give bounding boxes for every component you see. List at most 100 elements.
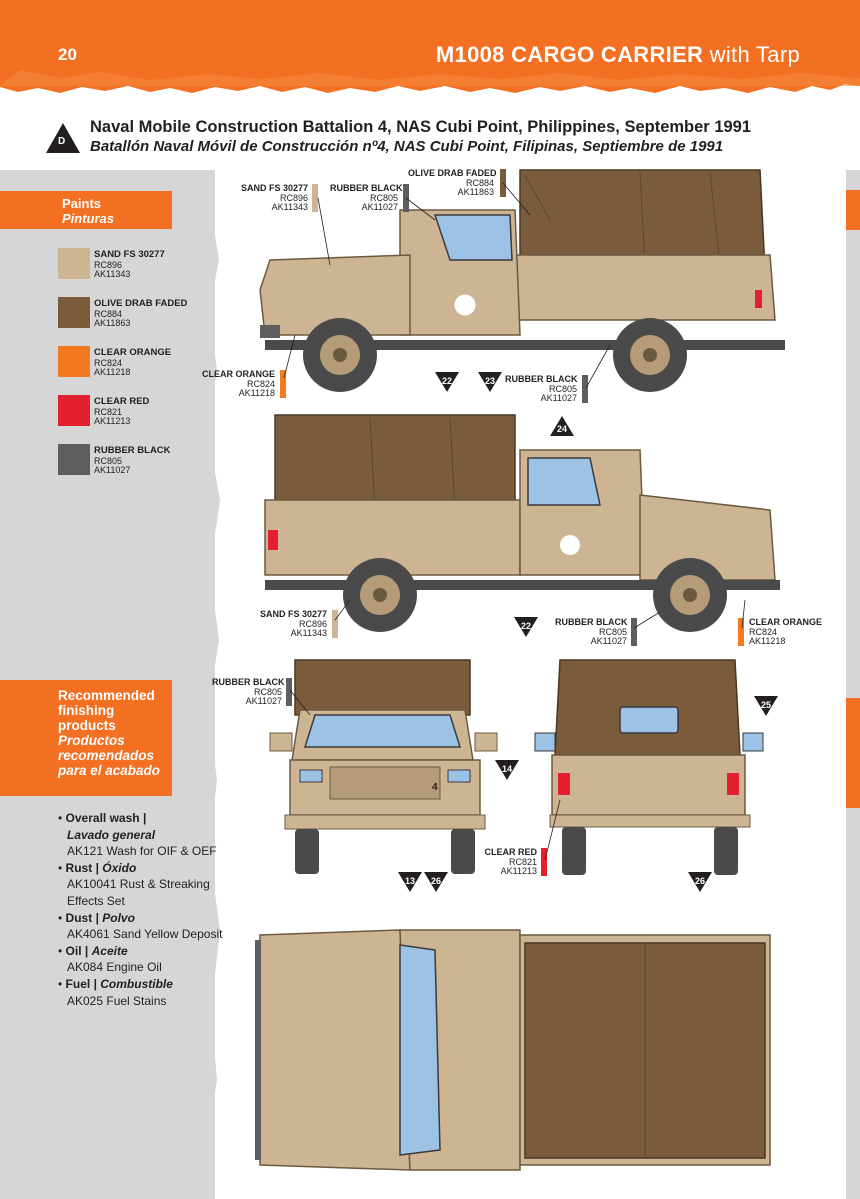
finishing-title-line: finishing: [58, 703, 115, 718]
bumper-code: 4: [432, 782, 438, 793]
paint-code: AK11343: [94, 269, 131, 279]
paint-code: RC824: [94, 358, 123, 368]
decal-number: 13: [405, 876, 415, 886]
page-number: 20: [58, 45, 77, 64]
paint-code: AK11027: [94, 465, 131, 475]
paint-code: RC821: [94, 407, 123, 417]
item-es: Aceite: [91, 943, 128, 958]
callout-swatch: [738, 618, 744, 646]
decal-number: 14: [502, 764, 512, 774]
paint-name: OLIVE DRAB FADED: [94, 298, 188, 309]
item-es: Óxido: [102, 860, 137, 875]
callout-swatch: [286, 678, 292, 706]
product: AK4061 Sand Yellow Deposit: [67, 927, 223, 942]
paints-title: Paints: [62, 196, 102, 211]
callout-swatch: [631, 618, 637, 646]
paints-title-es: Pinturas: [62, 211, 115, 226]
decal-marker: 14: [495, 760, 519, 780]
item-en: Dust: [65, 910, 93, 925]
decal-number: 25: [761, 700, 771, 710]
finishing-title-line: products: [58, 718, 116, 733]
scheme-title: Naval Mobile Construction Battalion 4, N…: [90, 118, 752, 136]
decal-number: 22: [442, 376, 452, 386]
callout-swatch: [332, 610, 338, 638]
item-en: Overall wash: [65, 811, 140, 825]
decal-marker: 13: [398, 872, 422, 892]
callout-swatch: [280, 370, 286, 398]
header-banner: [0, 0, 860, 93]
paint-name: CLEAR RED: [94, 396, 150, 407]
truck-front-view: [269, 659, 498, 874]
decal-number: 22: [521, 621, 531, 631]
scheme-letter-badge: [46, 123, 80, 153]
finishing-title-es-line: Productos: [58, 733, 125, 748]
decal-marker: 22: [514, 617, 538, 637]
list-item-es: Lavado general: [58, 827, 218, 844]
list-item: • Fuel | Combustible: [58, 976, 173, 991]
decal-marker: 25: [754, 696, 778, 716]
paint-code: RC805: [94, 456, 123, 466]
truck-right-side-view: [264, 414, 780, 632]
list-item: • Rust | Óxido: [58, 860, 137, 875]
item-en: Oil: [65, 943, 82, 958]
item-es: Polvo: [102, 910, 135, 925]
finishing-list: • Overall wash | Lavado general AK121 Wa…: [58, 810, 223, 1009]
swatch-clear-orange: [58, 346, 90, 377]
paint-code: AK11213: [94, 416, 131, 426]
paint-name: RUBBER BLACK: [94, 445, 171, 456]
decal-marker: 23: [478, 372, 502, 392]
product: AK025 Fuel Stains: [67, 993, 167, 1008]
decal-number: 26: [695, 876, 705, 886]
swatch-olive-drab: [58, 297, 90, 328]
paint-code: AK11863: [94, 318, 131, 328]
list-item: • Dust | Polvo: [58, 910, 135, 925]
decal-number: 24: [557, 424, 567, 434]
page-title-bold: M1008 CARGO CARRIER: [435, 42, 704, 67]
finishing-title-line: Recommended: [58, 688, 155, 703]
paint-name: SAND FS 30277: [94, 249, 165, 260]
finishing-title-es-line: para el acabado: [58, 763, 161, 778]
right-edge-marker: [846, 190, 860, 230]
item-es: Lavado general: [67, 827, 156, 842]
finishing-header: Recommended finishing products Productos…: [0, 680, 172, 796]
right-edge-marker: [846, 698, 860, 808]
paint-name: CLEAR ORANGE: [94, 347, 172, 358]
sidebar-torn-edge: [195, 170, 220, 1199]
decal-marker: 22: [435, 372, 459, 392]
callout-swatch: [541, 848, 547, 876]
truck-top-view: [255, 929, 771, 1171]
page-title-light: with Tarp: [709, 42, 800, 67]
decal-number: 23: [485, 376, 495, 386]
decal-marker: 24: [550, 416, 574, 436]
product: AK084 Engine Oil: [67, 960, 162, 975]
product: Effects Set: [67, 893, 125, 908]
scheme-letter: D: [58, 136, 66, 147]
scheme-subtitle: Batallón Naval Móvil de Construcción nº4…: [90, 138, 724, 155]
callout-swatch: [582, 375, 588, 403]
page-title: M1008 CARGO CARRIER with Tarp: [436, 42, 800, 68]
truck-rear-view: [534, 659, 764, 875]
item-en: Fuel: [65, 976, 91, 991]
swatch-rubber-black: [58, 444, 90, 475]
product: AK121 Wash for OIF & OEF: [67, 844, 217, 859]
item-es: Combustible: [100, 976, 173, 991]
decal-marker: 26: [424, 872, 448, 892]
paints-header: Paints Pinturas: [0, 191, 172, 229]
swatch-sand: [58, 248, 90, 279]
swatch-clear-red: [58, 395, 90, 426]
list-item: • Overall wash |: [58, 811, 147, 825]
callout-swatch: [312, 184, 318, 212]
product: AK10041 Rust & Streaking: [67, 877, 210, 892]
truck-left-side-view: [259, 169, 785, 392]
paint-code: RC884: [94, 309, 123, 319]
decal-number: 26: [431, 876, 441, 886]
